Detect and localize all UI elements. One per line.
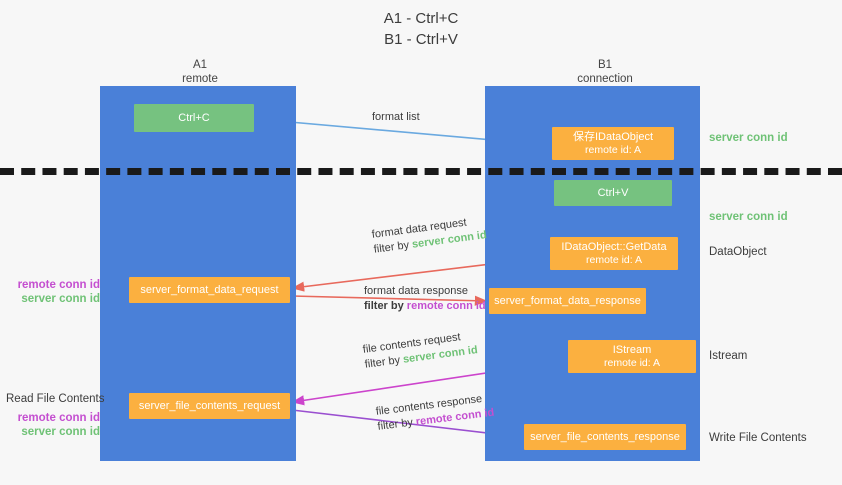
title-line-1: A1 - Ctrl+C bbox=[383, 10, 459, 27]
node-server-file-contents-response[interactable]: server_file_contents_response bbox=[524, 424, 686, 450]
annotation-server-conn-id-2: server conn id bbox=[21, 426, 100, 438]
arrow-file-contents-response bbox=[291, 409, 523, 441]
annotation-read-file-contents: Read File Contents bbox=[6, 393, 105, 405]
filter-prefix: filter by bbox=[364, 300, 407, 312]
column-a1-role: remote bbox=[182, 73, 218, 85]
node-istream[interactable]: IStream remote id: A bbox=[568, 340, 696, 373]
filter-prefix: filter by bbox=[373, 238, 413, 256]
column-header-b1: B1 connection bbox=[540, 58, 670, 86]
annotation-left-conn-ids-2: remote conn id server conn id bbox=[6, 411, 100, 439]
node-ctrl-v[interactable]: Ctrl+V bbox=[554, 180, 672, 206]
edge-label-format-data-response-filter: filter by remote conn id bbox=[364, 299, 486, 314]
node-save-idataobject-line1: 保存IDataObject bbox=[572, 130, 654, 143]
annotation-istream: Istream bbox=[709, 350, 748, 362]
node-istream-line2: remote id: A bbox=[603, 356, 661, 369]
node-istream-line1: IStream bbox=[612, 343, 652, 356]
column-header-a1: A1 remote bbox=[140, 58, 260, 86]
column-b1-role: connection bbox=[577, 73, 633, 85]
node-server-format-data-response-label: server_format_data_response bbox=[494, 294, 641, 307]
node-server-format-data-request[interactable]: server_format_data_request bbox=[129, 277, 290, 303]
node-getdata-line1: IDataObject::GetData bbox=[561, 240, 667, 253]
node-server-file-contents-response-label: server_file_contents_response bbox=[530, 430, 680, 443]
edge-label-format-list-text: format list bbox=[372, 111, 420, 123]
node-ctrl-c-label: Ctrl+C bbox=[178, 111, 210, 124]
annotation-dataobject: DataObject bbox=[709, 246, 767, 258]
filter-prefix: filter by bbox=[364, 353, 404, 371]
node-server-format-data-request-label: server_format_data_request bbox=[140, 283, 279, 296]
annotation-left-conn-ids-1: remote conn id server conn id bbox=[6, 278, 100, 306]
column-a1-name: A1 bbox=[192, 59, 208, 71]
page-title: A1 - Ctrl+C B1 - Ctrl+V bbox=[0, 8, 842, 50]
edge-label-format-list: format list bbox=[372, 110, 420, 125]
annotation-write-file-contents: Write File Contents bbox=[709, 432, 807, 444]
node-getdata[interactable]: IDataObject::GetData remote id: A bbox=[550, 237, 678, 270]
annotation-server-conn-id-mid: server conn id bbox=[709, 211, 788, 223]
column-b1-name: B1 bbox=[597, 59, 613, 71]
node-server-file-contents-request-label: server_file_contents_request bbox=[138, 399, 281, 412]
arrow-format-data-response bbox=[291, 295, 488, 306]
boundary-divider bbox=[0, 168, 842, 175]
annotation-server-conn-id-top: server conn id bbox=[709, 132, 788, 144]
node-getdata-line2: remote id: A bbox=[585, 253, 643, 266]
node-server-format-data-response[interactable]: server_format_data_response bbox=[489, 288, 646, 314]
edge-label-format-data-response-text: format data response bbox=[364, 285, 468, 297]
node-ctrl-v-label: Ctrl+V bbox=[597, 186, 629, 199]
annotation-remote-conn-id-1: remote conn id bbox=[17, 279, 100, 291]
filter-value-remote-conn-id: remote conn id bbox=[406, 300, 486, 312]
annotation-server-conn-id-1: server conn id bbox=[21, 293, 100, 305]
title-line-2: B1 - Ctrl+V bbox=[384, 31, 458, 48]
edge-label-format-data-response: format data response filter by remote co… bbox=[364, 284, 486, 314]
filter-prefix: filter by bbox=[376, 416, 417, 433]
node-server-file-contents-request[interactable]: server_file_contents_request bbox=[129, 393, 290, 419]
node-ctrl-c[interactable]: Ctrl+C bbox=[134, 104, 254, 132]
annotation-remote-conn-id-2: remote conn id bbox=[17, 412, 100, 424]
node-save-idataobject[interactable]: 保存IDataObject remote id: A bbox=[552, 127, 674, 160]
node-save-idataobject-line2: remote id: A bbox=[584, 143, 642, 156]
